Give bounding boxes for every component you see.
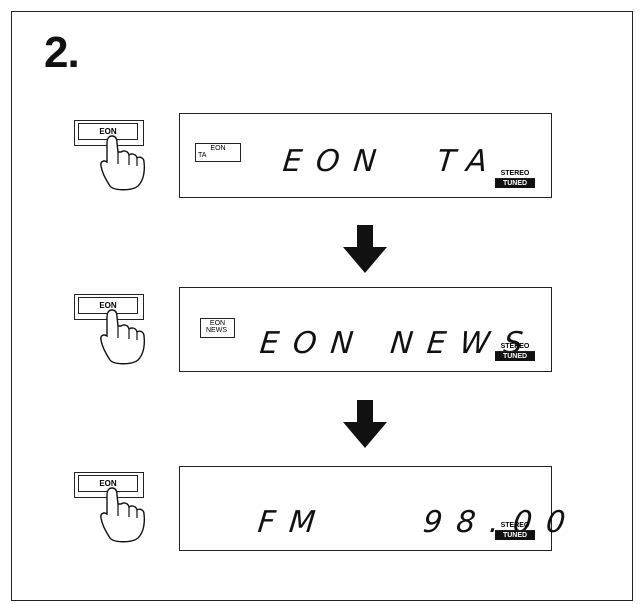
indicator-line-2: TA [198,152,207,159]
tuned-label: TUNED [495,531,535,540]
indicator-line-1: EON [210,145,226,152]
tuned-label: TUNED [495,352,535,361]
segment-display-text: EON TA [281,144,504,179]
eon-news-indicator: EON NEWS [200,318,235,338]
down-arrow-icon [343,225,387,273]
stereo-tuned-indicator: STEREO TUNED [495,522,535,540]
stereo-label: STEREO [495,170,535,179]
down-arrow-icon [343,400,387,448]
stereo-label: STEREO [495,343,535,352]
pressing-hand-icon [100,309,146,365]
stereo-tuned-indicator: STEREO TUNED [495,343,535,361]
indicator-line-1: EON [209,320,226,327]
pressing-hand-icon [100,135,146,191]
indicator-line-2: NEWS [206,327,227,334]
pressing-hand-icon [100,487,146,543]
display-panel: FM 98.00 STEREO TUNED [179,466,581,551]
eon-ta-indicator: EON TA [195,143,241,162]
stereo-label: STEREO [495,522,535,531]
stereo-tuned-indicator: STEREO TUNED [495,170,535,188]
display-panel: EON TA EON TA STEREO TUNED [179,113,552,198]
tuned-label: TUNED [495,179,535,188]
step-number: 2. [44,28,80,77]
display-panel: EON NEWS EON NEWS STEREO TUNED [179,287,552,372]
